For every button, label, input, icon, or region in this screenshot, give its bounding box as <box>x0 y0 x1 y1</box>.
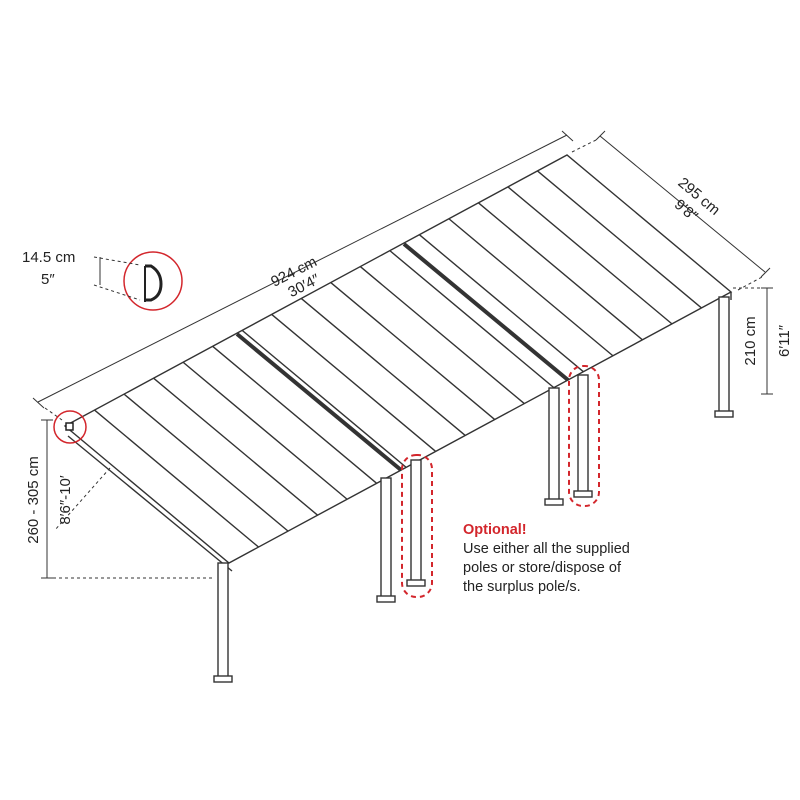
post-back-right <box>714 296 734 418</box>
roof-slat <box>330 281 496 421</box>
optional-note-title: Optional! <box>463 522 527 538</box>
optional-note-line: poles or store/dispose of <box>463 560 621 576</box>
roof-slat <box>271 313 437 452</box>
roof <box>63 154 733 572</box>
depth-dimension <box>571 130 771 291</box>
front-height-dimension <box>41 419 212 579</box>
post-optional-2 <box>573 374 593 498</box>
roof-slat <box>123 393 289 532</box>
corner-detail <box>53 410 87 444</box>
post-front-middle <box>376 477 396 603</box>
roof-front-edge <box>67 435 233 572</box>
gutter-detail <box>93 251 183 311</box>
corner-detail-circle <box>53 410 87 444</box>
rear-height-ft-label: 6′11″ <box>776 324 793 357</box>
optional-note-line: the surplus pole/s. <box>463 579 581 595</box>
optional-highlights <box>401 365 600 598</box>
post-optional-1 <box>406 459 426 587</box>
roof-divider-1 <box>235 332 403 472</box>
roof-slat <box>418 234 584 373</box>
post-front-left <box>213 562 233 683</box>
roof-slat <box>300 297 466 437</box>
gutter-in-label: 5″ <box>41 271 55 288</box>
posts <box>213 296 734 683</box>
roof-slat <box>507 186 673 325</box>
rear-height-cm-label: 210 cm <box>742 316 759 365</box>
optional-highlight-2 <box>568 365 600 507</box>
roof-slat <box>359 266 525 405</box>
rear-height-dimension <box>733 287 773 395</box>
post-middle-right <box>544 387 564 506</box>
optional-note: Optional! Use either all the supplied po… <box>463 521 703 597</box>
gutter-profile <box>145 264 163 302</box>
roof-slats <box>94 170 702 548</box>
roof-slat <box>212 345 378 484</box>
gutter-detail-circle <box>123 251 183 311</box>
roof-slat <box>389 250 555 389</box>
optional-note-line: Use either all the supplied <box>463 541 630 557</box>
roof-slat <box>153 377 319 516</box>
length-dimension <box>32 130 574 421</box>
roof-slat <box>477 202 643 341</box>
roof-divider-2 <box>402 242 570 382</box>
front-height-cm-label: 260 - 305 cm <box>25 456 42 544</box>
roof-outline <box>63 154 733 564</box>
roof-slat <box>241 329 407 468</box>
roof-slat <box>448 218 614 357</box>
front-height-ft-label: 8′6″-10′ <box>57 475 74 524</box>
roof-slat <box>94 409 259 548</box>
roof-slat <box>182 361 348 500</box>
gutter-cm-label: 14.5 cm <box>22 249 75 266</box>
optional-highlight-1 <box>401 454 433 598</box>
roof-slat <box>537 170 702 309</box>
